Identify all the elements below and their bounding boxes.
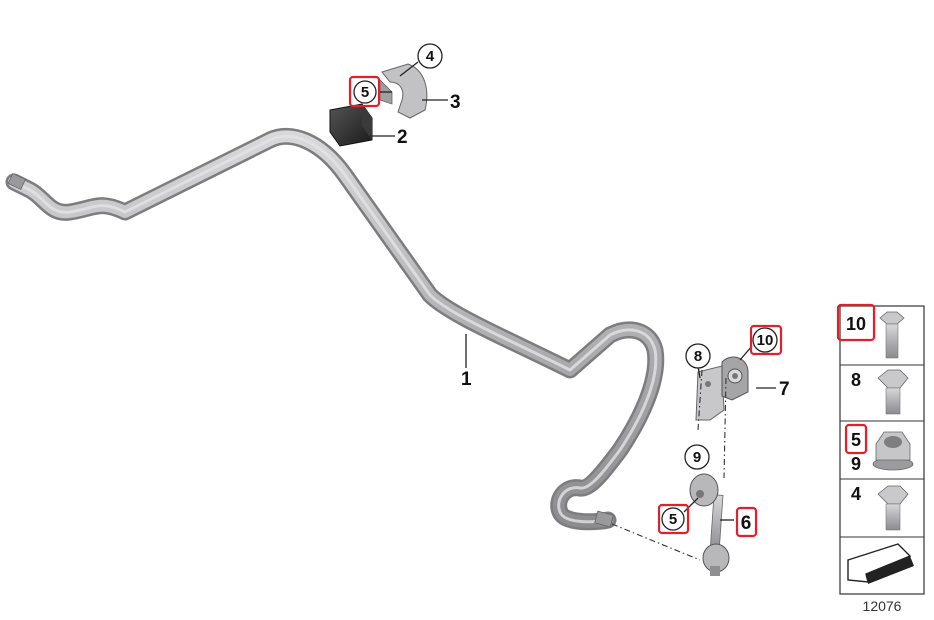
legend-row-5-9: 5 9 xyxy=(844,423,914,474)
bolt-icon xyxy=(879,311,905,359)
callout-9-text: 9 xyxy=(693,449,701,466)
legend-row-8: 8 xyxy=(851,369,909,415)
callout-1-text: 1 xyxy=(461,369,472,390)
callout-8: 8 xyxy=(685,343,711,369)
callout-9: 9 xyxy=(684,444,710,470)
rubber-mounting xyxy=(329,103,373,147)
callout-8-text: 8 xyxy=(694,348,702,365)
callout-5-link-text: 5 xyxy=(669,511,677,528)
callout-2-text: 2 xyxy=(397,127,408,148)
legend-row-10: 10 xyxy=(836,303,905,359)
assembly-lines xyxy=(611,369,727,561)
callout-5-link: 5 xyxy=(657,503,690,535)
callout-3-text: 3 xyxy=(450,92,461,113)
hardware-legend: 10 8 5 9 4 xyxy=(836,303,925,595)
flange-nut-icon xyxy=(872,431,914,471)
legend-row-5-text: 5 xyxy=(851,430,861,450)
legend-row-10-text: 10 xyxy=(846,314,866,334)
clamp xyxy=(379,63,428,119)
stabilizer-bar xyxy=(5,127,665,531)
callout-6-text: 6 xyxy=(741,513,752,534)
callout-1: 1 xyxy=(461,369,472,390)
callout-7: 7 xyxy=(779,379,790,400)
diagram-number: 12076 xyxy=(863,598,902,614)
hex-bolt-short-icon xyxy=(877,485,909,531)
legend-row-4-text: 4 xyxy=(851,484,861,504)
callout-6: 6 xyxy=(735,506,758,538)
direction-arrow-icon xyxy=(847,543,914,584)
legend-row-8-text: 8 xyxy=(851,370,861,390)
callout-10-text: 10 xyxy=(757,332,774,349)
bracket-assembly xyxy=(695,356,749,421)
callout-5-top: 5 xyxy=(348,75,381,108)
callout-3: 3 xyxy=(450,92,461,113)
pendulum-support xyxy=(689,473,730,576)
callout-4-text: 4 xyxy=(426,48,435,65)
leader-lines xyxy=(370,61,776,521)
callout-4: 4 xyxy=(417,43,443,69)
callout-5-top-text: 5 xyxy=(361,84,369,101)
legend-row-9-text: 9 xyxy=(851,454,861,474)
hex-bolt-icon xyxy=(877,369,909,415)
callout-10: 10 xyxy=(749,324,783,356)
callout-7-text: 7 xyxy=(779,379,790,400)
legend-row-4: 4 xyxy=(851,484,909,531)
callout-2: 2 xyxy=(397,127,408,148)
